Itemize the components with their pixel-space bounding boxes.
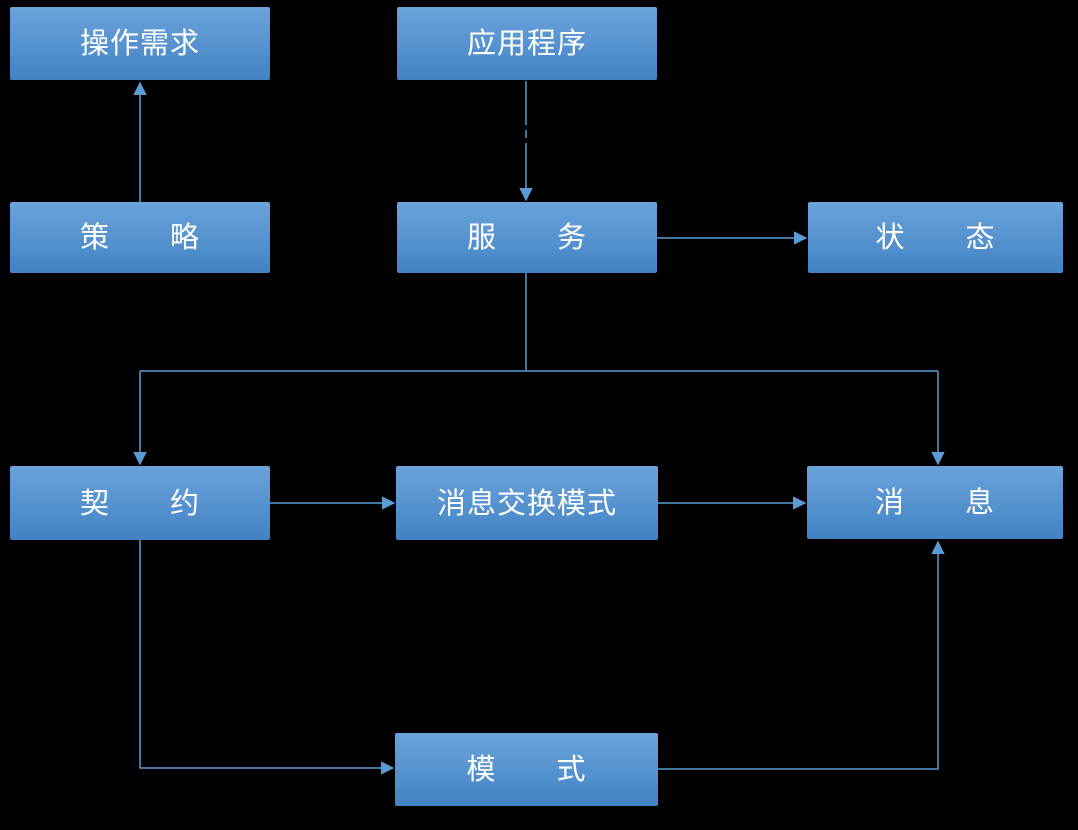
node-contract: 契 约 [10, 466, 270, 540]
node-contract-label: 契 约 [79, 485, 200, 520]
node-pattern-label: 模 式 [466, 752, 587, 786]
node-message-exchange-pattern: 消息交换模式 [396, 466, 658, 540]
edge-contract-to-pattern [139, 540, 395, 775]
node-strategy: 策 略 [10, 202, 270, 273]
node-operation-requirements-label: 操作需求 [79, 26, 200, 60]
node-message-label: 消 息 [874, 485, 995, 519]
node-pattern: 模 式 [395, 733, 658, 806]
node-state-label: 状 态 [875, 220, 996, 254]
node-application-label: 应用程序 [466, 26, 587, 60]
node-message: 消 息 [807, 466, 1063, 539]
node-application: 应用程序 [397, 7, 657, 80]
edge-pattern-to-message [658, 540, 945, 770]
node-strategy-label: 策 略 [79, 220, 200, 254]
node-operation-requirements: 操作需求 [10, 7, 270, 80]
node-state: 状 态 [808, 202, 1063, 273]
node-message-exchange-pattern-label: 消息交换模式 [436, 485, 617, 520]
node-service: 服 务 [397, 202, 657, 273]
node-service-label: 服 务 [466, 220, 587, 254]
